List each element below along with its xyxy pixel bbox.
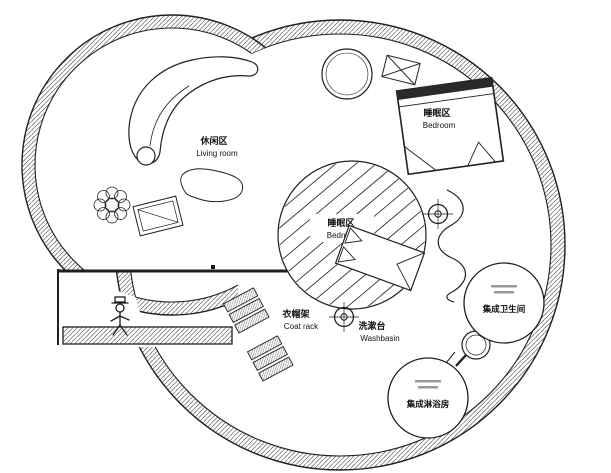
label-living-room-zh: 休闲区 [199,135,227,146]
coat-rack-a [222,287,270,334]
bed-center [334,224,426,292]
label-coat-rack-zh: 衣帽架 [282,308,309,319]
label-washbasin-zh: 洗漱台 [358,320,385,331]
label-coat-rack-en: Coat rack [284,322,319,331]
pod-spec-line [491,285,517,288]
label-bedroom-center-en: Bedroom [327,231,360,240]
bed-upper [395,76,505,176]
coat-rack-b [246,335,294,382]
pod-spec-line [494,291,514,294]
label-shower-pod: 集成淋浴房 [406,399,450,409]
column-dot [211,265,215,269]
label-washbasin-en: Washbasin [360,334,399,343]
bathroom-pod: 集成卫生间 [463,262,545,344]
crosshair-icon [329,302,359,332]
partition-squiggle [437,189,467,303]
round-table [321,48,373,100]
crosshair-icon [423,199,453,229]
coffee-table [180,168,244,203]
entry-wall-band [62,326,233,345]
person-icon [110,296,130,336]
label-bedroom-upper-zh: 睡眠区 [423,107,450,118]
pod-spec-line [418,386,438,389]
sofa-armrest [136,146,156,166]
window-icon [381,54,421,86]
label-living-room-en: Living room [196,149,238,158]
label-bedroom-center-zh: 睡眠区 [327,217,354,228]
label-bathroom-pod: 集成卫生间 [482,304,526,314]
headboard [396,77,493,101]
ottoman [132,195,184,237]
plant-icon [93,186,131,224]
pod-spec-line [415,380,441,383]
living-room-sofa [128,56,259,166]
label-bedroom-upper-en: Bedroom [423,121,456,130]
bedroom-circle: 睡眠区 Bedroom [277,160,427,310]
shower-pod: 集成淋浴房 [387,357,469,439]
